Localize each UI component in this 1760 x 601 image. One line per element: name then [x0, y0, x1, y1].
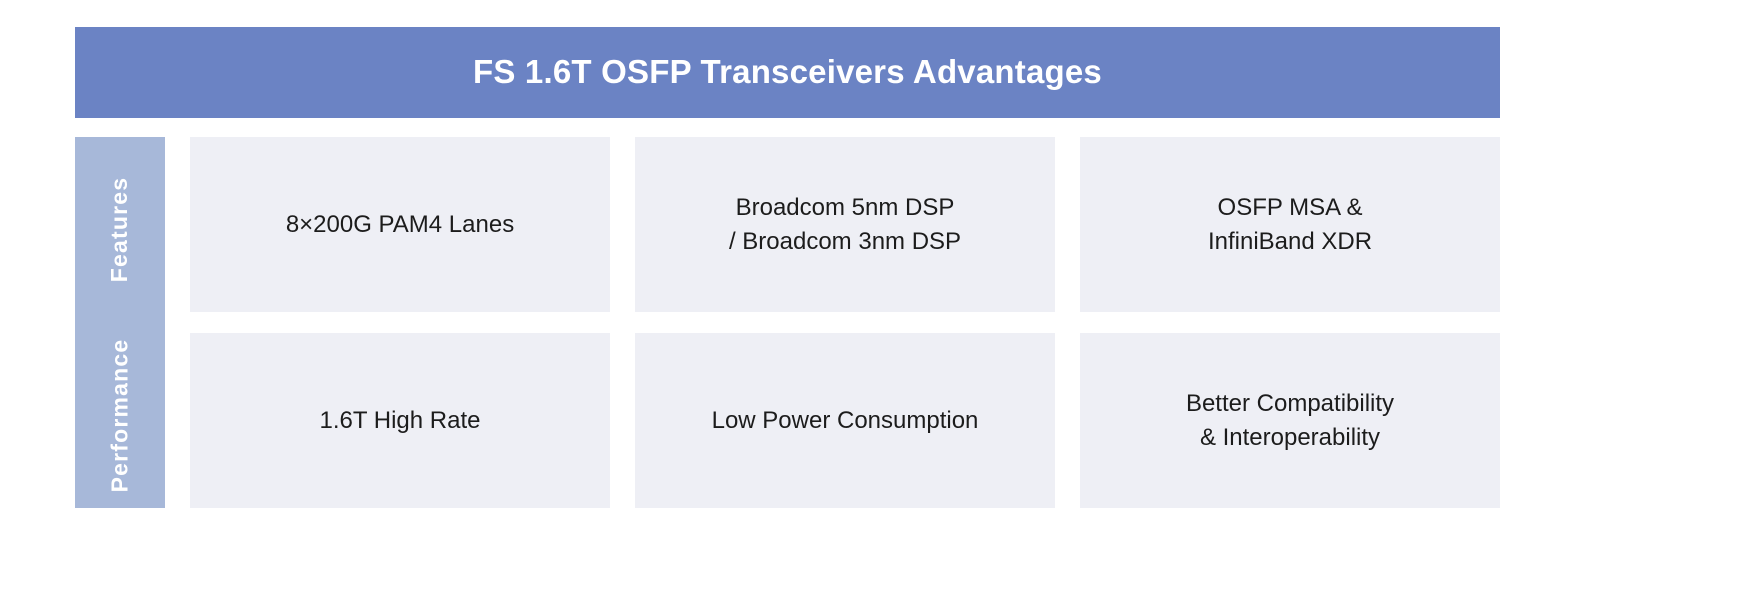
category-rail: Features Performance	[75, 137, 165, 508]
card-features-3: OSFP MSA & InfiniBand XDR	[1080, 137, 1500, 312]
card-features-3-label: OSFP MSA & InfiniBand XDR	[1207, 194, 1373, 255]
card-performance-2-label: Low Power Consumption	[711, 406, 979, 434]
card-features-2-label: Broadcom 5nm DSP / Broadcom 3nm DSP	[728, 194, 962, 255]
card-features-2: Broadcom 5nm DSP / Broadcom 3nm DSP	[635, 137, 1055, 312]
header-banner: FS 1.6T OSFP Transceivers Advantages	[75, 27, 1500, 118]
card-features-1: 8×200G PAM4 Lanes	[190, 137, 610, 312]
category-label-performance: Performance	[106, 338, 133, 493]
category-label-features: Features	[106, 177, 133, 283]
category-cell-features: Features	[75, 137, 165, 323]
card-features-1-label: 8×200G PAM4 Lanes	[285, 210, 515, 238]
card-performance-3: Better Compatibility & Interoperability	[1080, 333, 1500, 508]
page-title: FS 1.6T OSFP Transceivers Advantages	[473, 53, 1102, 91]
card-performance-3-label: Better Compatibility & Interoperability	[1185, 390, 1395, 451]
card-performance-2: Low Power Consumption	[635, 333, 1055, 508]
advantages-grid: 8×200G PAM4 Lanes Broadcom 5nm DSP / Bro…	[190, 137, 1500, 508]
category-cell-performance: Performance	[75, 323, 165, 509]
card-performance-1-label: 1.6T High Rate	[319, 406, 481, 434]
card-performance-1: 1.6T High Rate	[190, 333, 610, 508]
